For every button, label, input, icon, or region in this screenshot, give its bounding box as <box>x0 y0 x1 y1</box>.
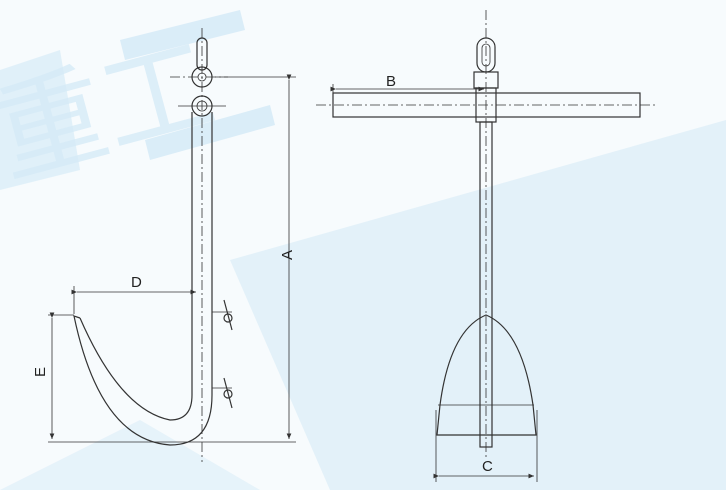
watermark-bands <box>0 10 726 490</box>
anchor-front-view <box>316 10 657 482</box>
dimension-label-c: C <box>482 458 493 475</box>
dimension-label-a: A <box>279 250 296 260</box>
dimension-label-d: D <box>131 274 142 291</box>
dimension-label-e: E <box>32 367 49 377</box>
dimension-label-b: B <box>386 73 396 90</box>
anchor-side-view <box>48 28 296 462</box>
